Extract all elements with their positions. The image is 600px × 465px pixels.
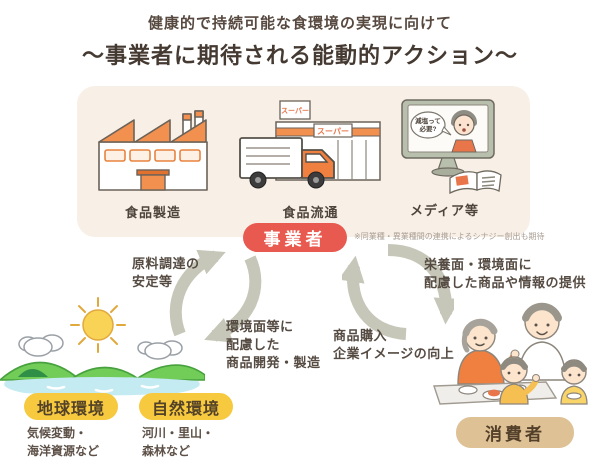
- factory-windows: [104, 149, 201, 162]
- flow-label-purchase-image: 商品購入 企業イメージの向上: [333, 328, 455, 361]
- store-pole-sign-text: スーパー: [281, 106, 309, 115]
- distribution-illustration: スーパー スーパー: [239, 100, 381, 189]
- pill-natural-environment: 自然環境: [139, 393, 233, 420]
- factory-illustration: [98, 110, 208, 191]
- synergy-note: ※同業種・異業種間の連携によるシナジー創出も期待: [354, 232, 545, 241]
- business-badge: 事業者: [243, 223, 347, 252]
- consumer-badge: 消費者: [456, 417, 574, 448]
- nature-illustration: [0, 297, 205, 396]
- store-sign-text: スーパー: [317, 126, 349, 136]
- title-line2: ～事業者に期待される能動的アクション～: [82, 43, 518, 68]
- media-illustration: 減塩って 必要?: [401, 99, 502, 195]
- exchange-arrows-right: [342, 244, 454, 340]
- cloud-icon: [18, 334, 183, 360]
- sun-icon: [70, 297, 126, 353]
- label-food-manufacturing: 食品製造: [124, 205, 181, 220]
- arrow-business-to-consumer: [387, 244, 454, 325]
- global-environment-subtext: 気候変動・ 海洋資源など: [27, 426, 100, 458]
- water: [4, 377, 200, 396]
- flow-label-eco-products: 環境面等に 配慮した 商品開発・製造: [226, 319, 321, 370]
- family-illustration: [433, 302, 588, 405]
- tv-speech-line2: 必要?: [420, 124, 437, 133]
- hill-shadow: [18, 369, 48, 377]
- title-block: 健康的で持続可能な食環境の実現に向けて ～事業者に期待される能動的アクション～: [0, 12, 600, 70]
- exchange-arrows-left: [169, 249, 262, 343]
- arrow-env-to-business: [169, 249, 226, 337]
- factory-door: [140, 174, 166, 191]
- natural-environment-subtext: 河川・里山・ 森林など: [142, 426, 215, 458]
- tv-icon: 減塩って 必要?: [401, 99, 495, 177]
- truck-icon: [239, 137, 335, 189]
- magazine-icon: [449, 170, 502, 195]
- child-figure-right: [560, 359, 588, 405]
- pill-global-environment: 地球環境: [24, 393, 118, 420]
- label-media: メディア等: [409, 203, 480, 218]
- arrow-business-to-env: [204, 255, 262, 343]
- tv-speech-line1: 減塩って: [415, 116, 441, 125]
- label-food-distribution: 食品流通: [282, 205, 339, 220]
- dining-table: [433, 381, 558, 405]
- arrow-consumer-to-business: [342, 255, 407, 340]
- flow-label-nutrition-products: 栄養面・環境面に 配慮した商品や情報の提供: [424, 257, 587, 290]
- child-figure-left: [499, 356, 540, 405]
- factory-door-lintel: [136, 169, 170, 176]
- flow-label-raw-materials: 原料調達の 安定等: [132, 256, 200, 289]
- title-line1: 健康的で持続可能な食環境の実現に向けて: [147, 15, 452, 32]
